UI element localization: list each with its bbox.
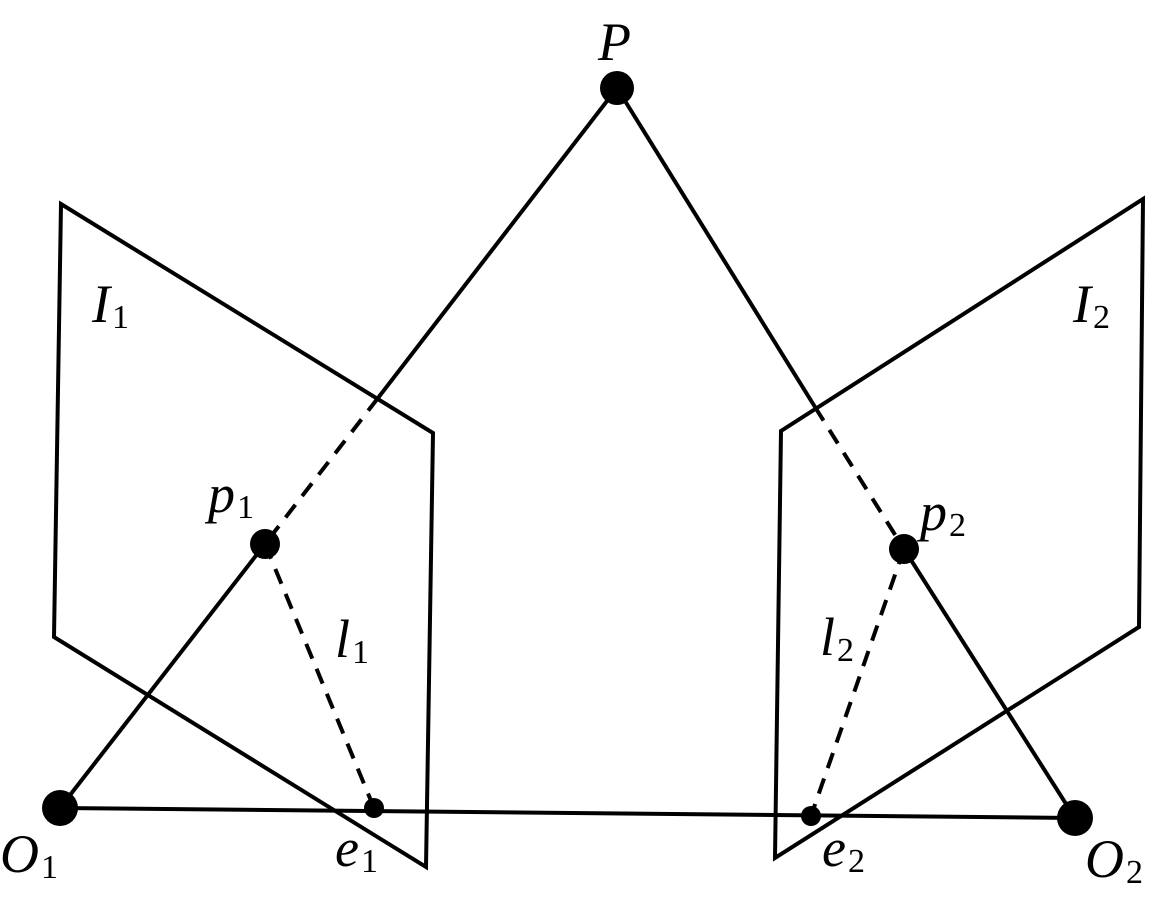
label-p2-sub: 2 bbox=[949, 507, 966, 544]
epipolar-line-1 bbox=[263, 543, 376, 809]
label-l2: l2 bbox=[820, 607, 854, 669]
image-plane-2 bbox=[772, 195, 1146, 862]
ray-P-to-plane1 bbox=[376, 86, 619, 400]
baseline bbox=[59, 806, 1076, 820]
label-l2-main: l bbox=[820, 607, 835, 667]
ray-p1-to-O1 bbox=[58, 542, 267, 810]
label-p1-main: p bbox=[204, 464, 235, 524]
label-I2-sub: 2 bbox=[1093, 299, 1110, 336]
epipolar-line-2 bbox=[809, 548, 906, 817]
label-l1-main: l bbox=[335, 609, 350, 669]
label-O1-sub: 1 bbox=[41, 849, 58, 886]
label-p1-sub: 1 bbox=[237, 489, 254, 526]
label-e1-main: e bbox=[335, 818, 359, 878]
point-p1 bbox=[250, 529, 280, 559]
label-e1: e1 bbox=[335, 818, 378, 880]
label-I2: I2 bbox=[1072, 274, 1110, 336]
label-P-main: P bbox=[597, 12, 631, 72]
label-I1-main: I bbox=[91, 274, 113, 334]
label-p1: p1 bbox=[204, 464, 254, 526]
label-I1-sub: 1 bbox=[112, 299, 129, 336]
label-O1-main: O bbox=[0, 824, 39, 884]
label-I1: I1 bbox=[91, 274, 129, 336]
label-I2-main: I bbox=[1072, 274, 1094, 334]
label-e2: e2 bbox=[822, 818, 865, 880]
label-p2: p2 bbox=[916, 482, 966, 544]
label-O2: O2 bbox=[1085, 829, 1143, 891]
point-O1 bbox=[42, 790, 78, 826]
label-P: P bbox=[597, 12, 631, 72]
point-e2 bbox=[801, 806, 821, 826]
point-e1 bbox=[364, 798, 384, 818]
label-e1-sub: 1 bbox=[361, 843, 378, 880]
label-O2-sub: 2 bbox=[1126, 854, 1143, 891]
label-O2-main: O bbox=[1085, 829, 1124, 889]
label-l2-sub: 2 bbox=[837, 632, 854, 669]
ray-segment-hidden-1 bbox=[263, 396, 380, 546]
label-e2-sub: 2 bbox=[848, 843, 865, 880]
ray-p2-to-O2 bbox=[902, 547, 1077, 820]
label-O1: O1 bbox=[0, 824, 58, 886]
point-p2 bbox=[889, 534, 919, 564]
label-p2-main: p bbox=[916, 482, 947, 542]
point-P bbox=[600, 71, 634, 105]
label-e2-main: e bbox=[822, 818, 846, 878]
label-l1: l1 bbox=[335, 609, 369, 671]
image-plane-1 bbox=[51, 200, 436, 871]
point-O2 bbox=[1057, 800, 1093, 836]
ray-segment-hidden-2 bbox=[813, 405, 906, 551]
label-l1-sub: 1 bbox=[352, 634, 369, 671]
ray-P-to-plane2 bbox=[615, 86, 817, 409]
